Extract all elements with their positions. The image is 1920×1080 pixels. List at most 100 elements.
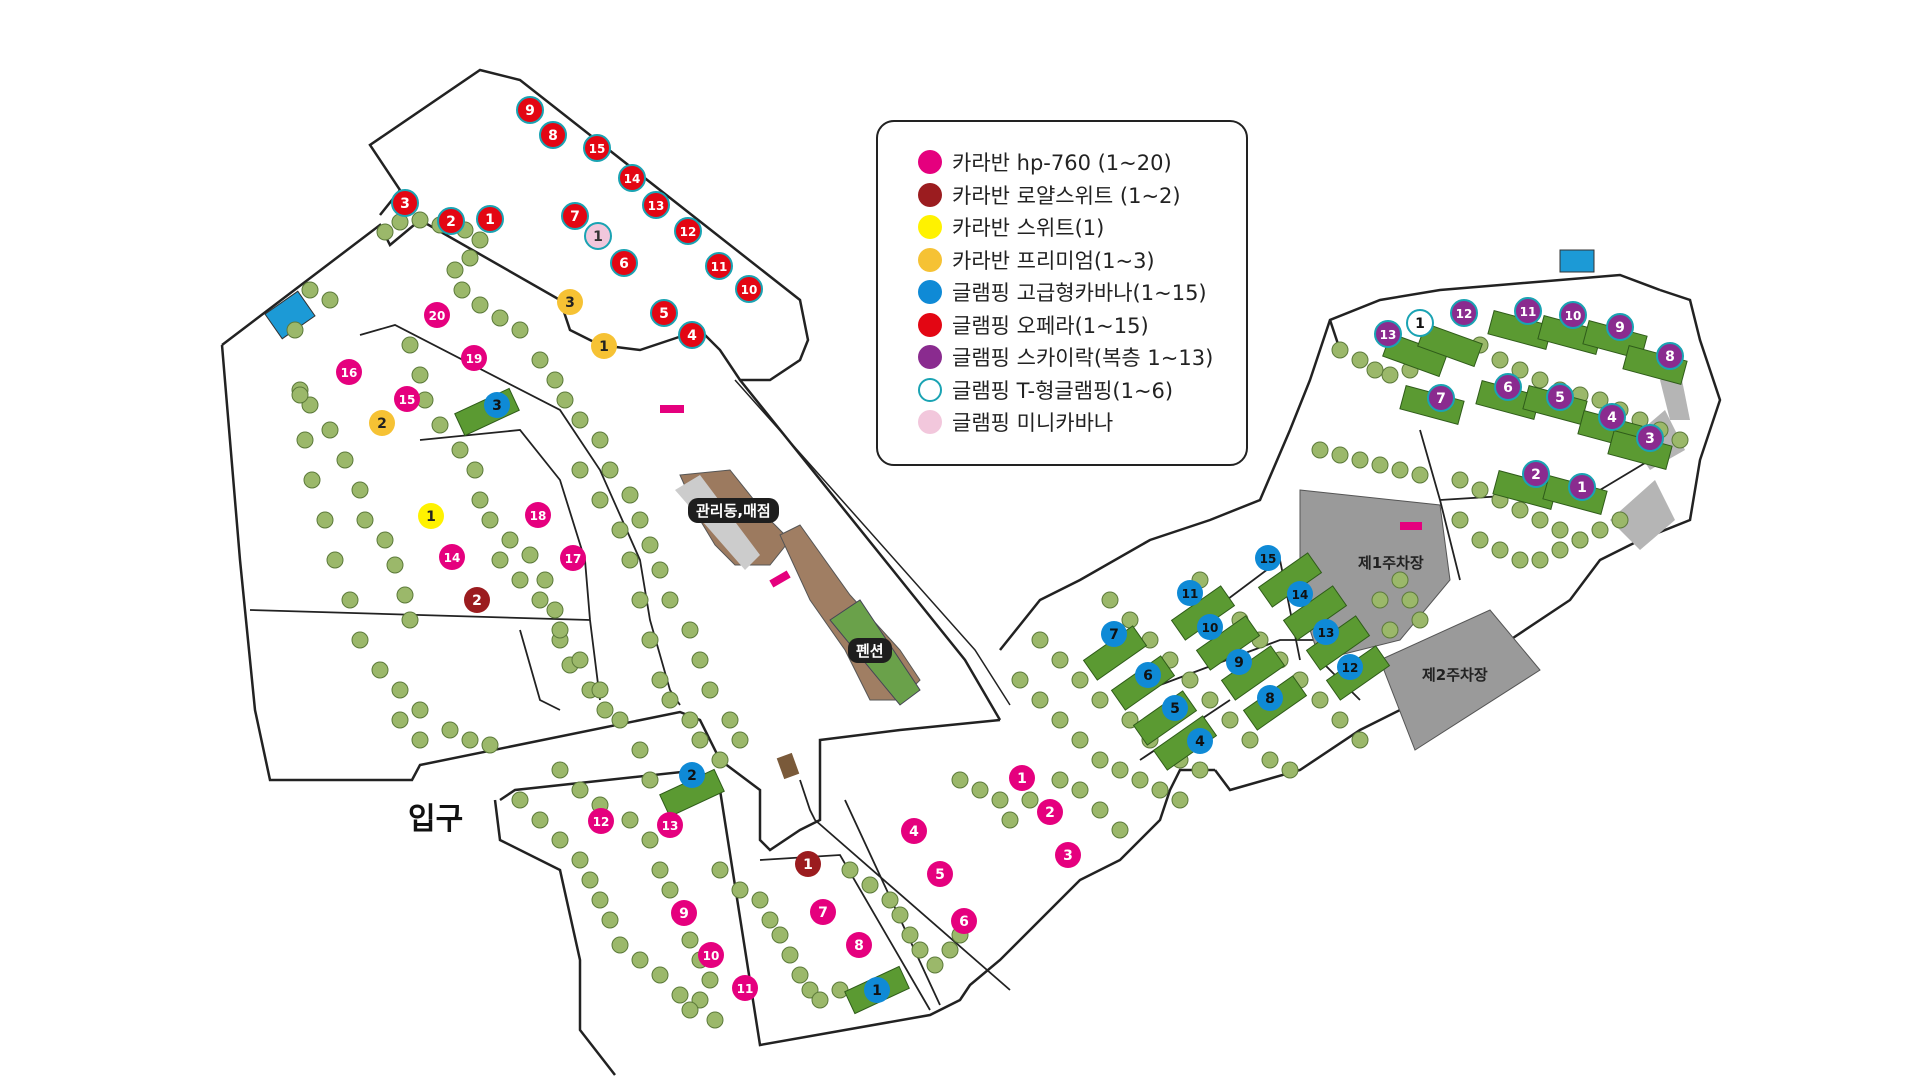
marker-hp760-13[interactable]: 13 [657, 812, 683, 838]
marker-hp760-20[interactable]: 20 [424, 302, 450, 328]
marker-skylark-3[interactable]: 3 [1636, 424, 1664, 452]
marker-number: 14 [1292, 588, 1309, 602]
marker-opera-7[interactable]: 7 [561, 202, 589, 230]
marker-opera-14[interactable]: 14 [618, 164, 646, 192]
marker-number: 19 [466, 352, 483, 366]
marker-hp760-5[interactable]: 5 [927, 861, 953, 887]
marker-opera-3[interactable]: 3 [391, 189, 419, 217]
marker-skylark-9[interactable]: 9 [1606, 313, 1634, 341]
pension-label[interactable]: 펜션 [848, 638, 892, 663]
marker-skylark-1[interactable]: 1 [1568, 473, 1596, 501]
marker-hp760-1[interactable]: 1 [1009, 765, 1035, 791]
marker-hp760-11[interactable]: 11 [732, 975, 758, 1001]
marker-skylark-11[interactable]: 11 [1514, 297, 1542, 325]
marker-number: 5 [1555, 390, 1565, 406]
marker-opera-13[interactable]: 13 [642, 191, 670, 219]
marker-opera-15[interactable]: 15 [583, 134, 611, 162]
tree-icon [1611, 511, 1629, 529]
marker-royal-2[interactable]: 2 [464, 587, 490, 613]
marker-cabana-15[interactable]: 15 [1255, 545, 1281, 571]
parking-2-label[interactable]: 제2주차장 [1422, 666, 1488, 684]
marker-cabana-8[interactable]: 8 [1257, 685, 1283, 711]
marker-skylark-5[interactable]: 5 [1546, 383, 1574, 411]
marker-opera-1[interactable]: 1 [476, 205, 504, 233]
marker-number: 12 [1456, 307, 1473, 321]
marker-premium-3[interactable]: 3 [557, 289, 583, 315]
marker-hp760-17[interactable]: 17 [560, 545, 586, 571]
tree-icon [661, 881, 679, 899]
marker-skylark-4[interactable]: 4 [1598, 403, 1626, 431]
marker-royal-1[interactable]: 1 [795, 851, 821, 877]
marker-hp760-2[interactable]: 2 [1037, 799, 1063, 825]
tree-icon [1551, 521, 1569, 539]
tree-icon [301, 281, 319, 299]
tree-icon [461, 249, 479, 267]
tree-icon [303, 471, 321, 489]
marker-opera-12[interactable]: 12 [674, 217, 702, 245]
tree-icon [1511, 501, 1529, 519]
tree-icon [781, 946, 799, 964]
marker-skylark-7[interactable]: 7 [1427, 384, 1455, 412]
marker-number: 2 [472, 593, 482, 609]
marker-premium-2[interactable]: 2 [369, 410, 395, 436]
marker-cabana-12[interactable]: 12 [1337, 654, 1363, 680]
marker-hp760-16[interactable]: 16 [336, 359, 362, 385]
office-label[interactable]: 관리동,매점 [688, 498, 779, 523]
marker-hp760-3[interactable]: 3 [1055, 842, 1081, 868]
marker-cabana-9[interactable]: 9 [1226, 649, 1252, 675]
marker-opera-2[interactable]: 2 [437, 207, 465, 235]
marker-cabana-11[interactable]: 11 [1177, 580, 1203, 606]
marker-opera-4[interactable]: 4 [678, 321, 706, 349]
marker-number: 1 [599, 339, 609, 355]
marker-number: 14 [444, 551, 461, 565]
marker-hp760-10[interactable]: 10 [698, 942, 724, 968]
marker-skylark-6[interactable]: 6 [1494, 373, 1522, 401]
marker-cabana-3[interactable]: 3 [484, 392, 510, 418]
marker-skylark-10[interactable]: 10 [1559, 301, 1587, 329]
marker-mini-1[interactable]: 1 [584, 222, 612, 250]
marker-cabana-6[interactable]: 6 [1135, 662, 1161, 688]
tree-icon [731, 731, 749, 749]
marker-cabana-13[interactable]: 13 [1313, 619, 1339, 645]
marker-opera-10[interactable]: 10 [735, 275, 763, 303]
tree-icon [491, 551, 509, 569]
marker-cabana-5[interactable]: 5 [1162, 695, 1188, 721]
marker-cabana-1[interactable]: 1 [864, 977, 890, 1003]
marker-cabana-7[interactable]: 7 [1101, 621, 1127, 647]
tree-icon [671, 986, 689, 1004]
marker-hp760-8[interactable]: 8 [846, 932, 872, 958]
marker-hp760-12[interactable]: 12 [588, 808, 614, 834]
marker-cabana-4[interactable]: 4 [1187, 728, 1213, 754]
marker-opera-8[interactable]: 8 [539, 121, 567, 149]
marker-hp760-14[interactable]: 14 [439, 544, 465, 570]
marker-cabana-14[interactable]: 14 [1287, 581, 1313, 607]
marker-hp760-18[interactable]: 18 [525, 502, 551, 528]
marker-skylark-13[interactable]: 13 [1374, 320, 1402, 348]
marker-hp760-4[interactable]: 4 [901, 818, 927, 844]
marker-number: 5 [659, 306, 669, 322]
tree-icon [641, 536, 659, 554]
marker-hp760-6[interactable]: 6 [951, 908, 977, 934]
marker-opera-9[interactable]: 9 [516, 96, 544, 124]
tree-icon [336, 451, 354, 469]
marker-opera-5[interactable]: 5 [650, 299, 678, 327]
marker-hp760-9[interactable]: 9 [671, 900, 697, 926]
marker-premium-1[interactable]: 1 [591, 333, 617, 359]
marker-number: 1 [593, 229, 603, 245]
marker-skylark-2[interactable]: 2 [1522, 460, 1550, 488]
tree-icon [376, 223, 394, 241]
marker-hp760-19[interactable]: 19 [461, 345, 487, 371]
marker-opera-11[interactable]: 11 [705, 252, 733, 280]
marker-skylark-8[interactable]: 8 [1656, 342, 1684, 370]
marker-hp760-7[interactable]: 7 [810, 899, 836, 925]
tree-icon [386, 556, 404, 574]
marker-opera-6[interactable]: 6 [610, 249, 638, 277]
marker-number: 9 [1234, 655, 1244, 671]
marker-skylark-12[interactable]: 12 [1450, 299, 1478, 327]
marker-cabana-2[interactable]: 2 [679, 762, 705, 788]
marker-suite-1[interactable]: 1 [418, 503, 444, 529]
marker-cabana-10[interactable]: 10 [1197, 614, 1223, 640]
marker-tglamp-1[interactable]: 1 [1406, 309, 1434, 337]
marker-hp760-15[interactable]: 15 [394, 386, 420, 412]
parking-1-label[interactable]: 제1주차장 [1358, 554, 1424, 572]
